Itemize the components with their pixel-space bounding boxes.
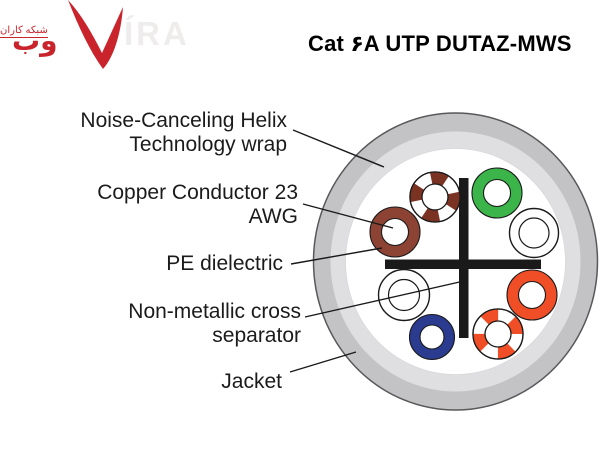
cross-separator xyxy=(385,178,541,338)
page-title: Cat ۶A UTP DUTAZ-MWS xyxy=(308,31,572,56)
callout-cross-separator-line2: separator xyxy=(212,323,301,347)
wire-orange-striped xyxy=(472,308,524,360)
callout-helix-wrap: Noise-Canceling Helix Technology wrap xyxy=(80,109,287,156)
leader-line-dielectric xyxy=(290,247,383,265)
wire-orange-solid xyxy=(506,269,558,321)
callout-helix-wrap-line1: Noise-Canceling Helix xyxy=(80,109,287,132)
logo-fa-wordmark: وب xyxy=(12,25,58,56)
logo-fa-tagline: شبکه کاران xyxy=(0,25,48,38)
logo-latin-wordmark: ÍRA xyxy=(124,15,190,52)
wire-blue-solid xyxy=(408,313,456,361)
callout-pe-dielectric-line1: PE dielectric xyxy=(166,252,283,275)
leader-line-jacket xyxy=(289,351,357,373)
wire-brown-solid xyxy=(369,206,421,258)
callout-pe-dielectric: PE dielectric xyxy=(166,252,283,276)
callout-cross-separator-line1: Non-metallic cross xyxy=(128,300,301,323)
callout-cross-separator: Non-metallic cross separator xyxy=(128,300,301,347)
leader-line-wrap xyxy=(292,129,385,168)
callout-copper-conductor-line1: Copper Conductor 23 xyxy=(97,181,298,204)
leader-lines xyxy=(289,129,465,373)
wire-white-green-pair xyxy=(508,207,560,259)
callout-jacket: Jacket xyxy=(221,370,282,394)
logo-swoosh-icon xyxy=(68,0,123,69)
callout-helix-wrap-line2: Technology wrap xyxy=(129,132,287,156)
wire-brown-striped xyxy=(409,171,461,223)
wire-green-solid xyxy=(471,167,523,219)
callout-jacket-line1: Jacket xyxy=(221,370,282,393)
callout-copper-conductor-line2: AWG xyxy=(248,204,298,228)
callout-copper-conductor: Copper Conductor 23 AWG xyxy=(97,181,298,228)
leader-line-separator xyxy=(304,280,465,318)
leader-line-conductor xyxy=(302,203,394,229)
